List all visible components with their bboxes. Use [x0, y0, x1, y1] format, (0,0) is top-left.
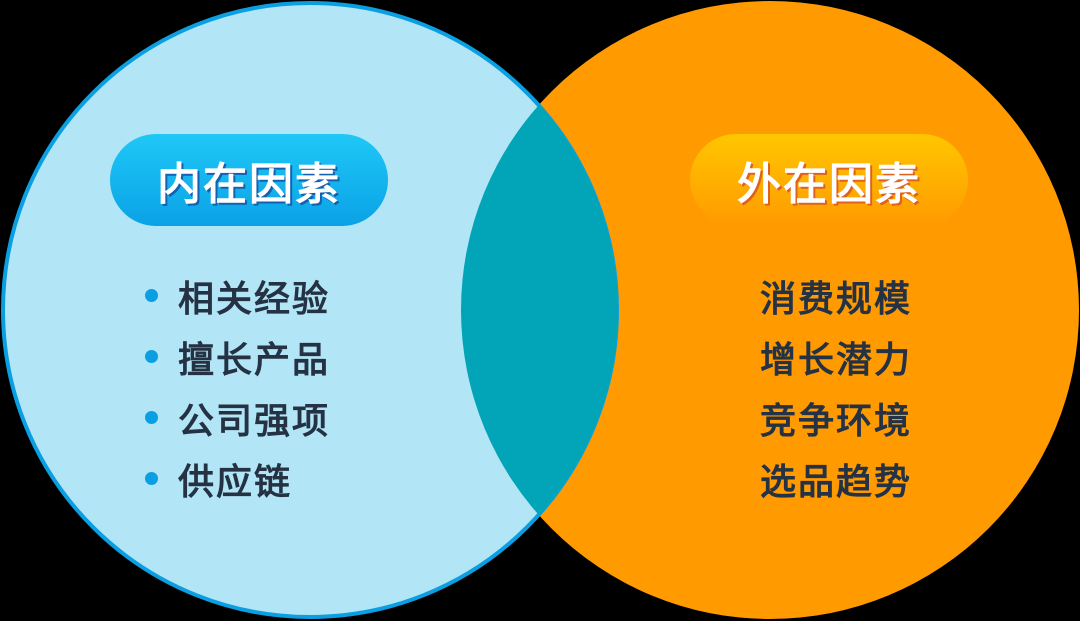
bullet-icon — [145, 472, 158, 485]
bullet-icon — [145, 289, 158, 302]
internal-factors-title: 内在因素 — [110, 134, 388, 226]
list-item: 相关经验 — [145, 265, 330, 326]
item-label: 相关经验 — [178, 278, 331, 320]
list-item: 竞争环境 — [760, 387, 912, 448]
list-item: 消费规模 — [760, 265, 912, 326]
list-item: 选品趋势 — [760, 448, 912, 509]
list-item: 公司强项 — [145, 387, 330, 448]
list-item: 供应链 — [145, 448, 330, 509]
bullet-icon — [145, 350, 158, 363]
list-item: 增长潜力 — [760, 326, 912, 387]
internal-factors-list: 相关经验 擅长产品 公司强项 供应链 — [145, 265, 330, 509]
item-label: 选品趋势 — [760, 461, 913, 503]
item-label: 供应链 — [178, 461, 293, 503]
list-item: 擅长产品 — [145, 326, 330, 387]
item-label: 竞争环境 — [760, 400, 913, 442]
item-label: 擅长产品 — [178, 339, 331, 381]
external-factors-list: 消费规模 增长潜力 竞争环境 选品趋势 — [760, 265, 912, 509]
external-factors-title: 外在因素 — [690, 134, 968, 226]
item-label: 增长潜力 — [760, 339, 913, 381]
item-label: 公司强项 — [178, 400, 331, 442]
bullet-icon — [145, 411, 158, 424]
item-label: 消费规模 — [760, 278, 913, 320]
